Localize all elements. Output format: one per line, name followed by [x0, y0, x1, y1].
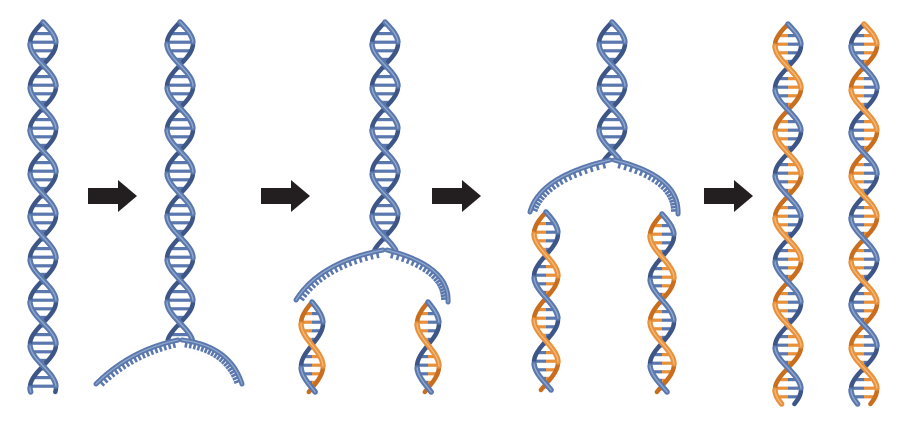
stage-4-elongation — [527, 19, 681, 395]
strand-a-highlight — [774, 23, 802, 389]
backbone-front — [414, 299, 442, 395]
strand-b-highlight — [598, 43, 626, 161]
strand-a-highlight — [850, 23, 878, 389]
backbone-front — [298, 299, 326, 395]
backbone-highlight — [95, 339, 179, 385]
backbone-front — [164, 19, 196, 343]
stage-1-intact-double-helix — [27, 19, 59, 395]
strand-b-highlight — [850, 45, 878, 405]
backbone-front — [772, 21, 804, 407]
strand-a-highlight — [300, 301, 324, 393]
unwound-left-strand — [293, 247, 386, 303]
daughter-helix-right-partial — [414, 299, 442, 395]
backbone-highlight — [295, 249, 384, 301]
strand-a-highlight — [533, 211, 559, 391]
stage-3-replication-fork — [293, 19, 451, 395]
unwound-left-strand — [93, 337, 181, 387]
strand-b-highlight — [300, 323, 324, 367]
strand-a-highlight — [416, 301, 440, 393]
backbone-highlight — [386, 249, 449, 303]
strand-b-highlight — [533, 233, 559, 363]
backbone-front — [647, 211, 677, 395]
backbone-front — [848, 21, 880, 407]
arrow-3 — [432, 180, 481, 212]
strand-a-highlight — [29, 21, 57, 387]
strand-b-highlight — [649, 235, 675, 365]
daughter-helix-1 — [772, 21, 804, 407]
parent-double-helix-upper — [369, 19, 401, 253]
backbone-highlight — [613, 159, 679, 215]
backbone-highlight — [181, 339, 243, 385]
arrow-4 — [704, 180, 753, 212]
daughter-helix-left — [531, 209, 561, 393]
stage-5-daughter-helices — [772, 21, 880, 407]
strand-b-highlight — [371, 43, 399, 251]
strand-a-highlight — [598, 21, 626, 129]
strand-a-highlight — [166, 21, 194, 301]
strand-b-highlight — [416, 323, 440, 367]
backbone-front — [27, 19, 59, 395]
arrow-1 — [88, 180, 137, 212]
daughter-helix-left-partial — [298, 299, 326, 395]
unwound-right-strand — [384, 247, 451, 305]
unwound-left-strand — [527, 157, 613, 215]
strand-b-highlight — [774, 45, 802, 405]
exposed-bases — [297, 250, 380, 302]
stage-2-helix-unwinding — [93, 19, 245, 387]
strand-b-highlight — [29, 43, 57, 393]
backbone-front — [531, 209, 561, 393]
daughter-helix-2 — [848, 21, 880, 407]
exposed-bases — [530, 161, 607, 213]
backbone-front — [369, 19, 401, 253]
strand-a-highlight — [649, 213, 675, 393]
daughter-helix-right — [647, 211, 677, 395]
unwound-right-strand — [611, 157, 681, 217]
parent-double-helix-upper — [164, 19, 196, 343]
base-pair-rungs — [599, 23, 625, 156]
parent-double-helix — [27, 19, 59, 395]
backbone-front — [596, 19, 628, 163]
backbone-highlight — [529, 159, 611, 213]
strand-a-highlight — [371, 21, 399, 215]
exposed-bases — [98, 340, 177, 387]
parent-double-helix-upper — [596, 19, 628, 163]
arrow-2 — [261, 180, 310, 212]
strand-b-highlight — [166, 43, 194, 341]
unwound-right-strand — [179, 337, 245, 387]
